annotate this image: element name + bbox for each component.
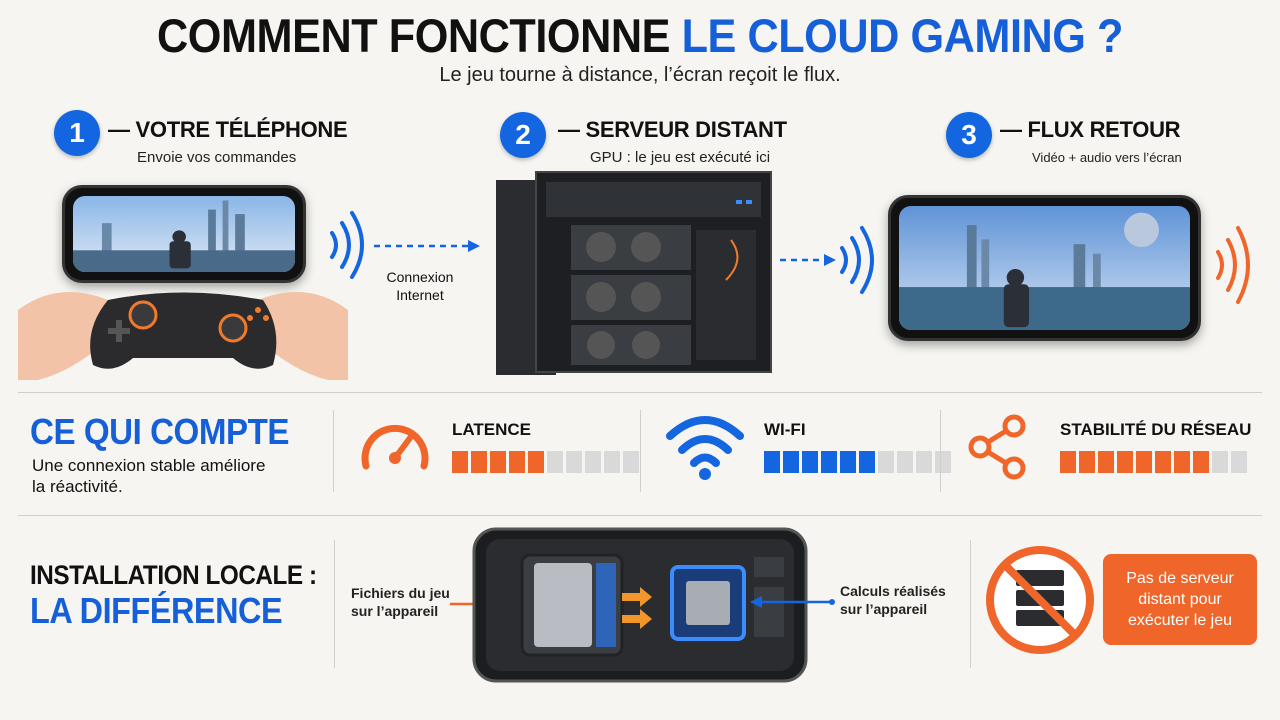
no-server-icon xyxy=(986,546,1094,654)
metric-latency-label: LATENCE xyxy=(452,420,532,439)
title-part-1: COMMENT FONCTIONNE xyxy=(157,9,671,62)
level-segment xyxy=(783,451,799,473)
level-segment xyxy=(1174,451,1190,473)
files-annotation-line-2: sur l’appareil xyxy=(351,603,439,619)
local-install-title-line-2: LA DIFFÉRENCE xyxy=(30,590,283,631)
level-segment xyxy=(1060,451,1076,473)
section-divider-1 xyxy=(18,392,1262,393)
output-waves-icon xyxy=(1216,226,1250,304)
level-segment xyxy=(916,451,932,473)
page-subtitle: Le jeu tourne à distance, l’écran reçoit… xyxy=(439,64,841,86)
phone-internals-illustration xyxy=(472,527,808,683)
receiving-phone xyxy=(888,195,1201,341)
step-3-desc: Vidéo + audio vers l’écran xyxy=(1032,150,1182,165)
level-segment xyxy=(1193,451,1209,473)
step-2-title: — SERVEUR DISTANT xyxy=(558,117,787,142)
metric-wifi-bar xyxy=(764,451,951,473)
files-annotation-line-1: Fichiers du jeu xyxy=(351,585,450,601)
level-segment xyxy=(623,451,639,473)
no-server-line-2: distant pour xyxy=(1138,591,1222,608)
vertical-divider-3 xyxy=(940,410,941,492)
step-2-desc: GPU : le jeu est exécuté ici xyxy=(590,149,771,166)
level-segment xyxy=(1155,451,1171,473)
level-segment xyxy=(604,451,620,473)
connection-label-line-1: Connexion xyxy=(386,269,454,285)
level-segment xyxy=(1231,451,1247,473)
level-segment xyxy=(1079,451,1095,473)
level-segment xyxy=(764,451,780,473)
step-1-number: 1 xyxy=(54,110,100,156)
files-annotation: Fichiers du jeu sur l’appareil xyxy=(351,584,450,620)
signal-waves-icon xyxy=(330,211,364,279)
vertical-divider-2 xyxy=(640,410,641,492)
game-screen-image xyxy=(73,196,295,272)
level-segment xyxy=(840,451,856,473)
player-phone xyxy=(62,185,306,283)
compute-annotation-line-2: sur l’appareil xyxy=(840,601,928,617)
wifi-icon xyxy=(666,416,744,480)
connection-label-line-2: Internet xyxy=(396,287,444,303)
metric-wifi-label: WI-FI xyxy=(764,420,806,439)
metric-stability-label: STABILITÉ DU RÉSEAU xyxy=(1060,420,1252,439)
level-segment xyxy=(1098,451,1114,473)
what-matters-desc-line-2: la réactivité. xyxy=(32,477,123,496)
connection-label: Connexion Internet xyxy=(380,268,460,304)
level-segment xyxy=(585,451,601,473)
level-segment xyxy=(471,451,487,473)
speedometer-icon xyxy=(361,424,429,470)
level-segment xyxy=(566,451,582,473)
title-part-2: LE CLOUD GAMING ? xyxy=(681,9,1124,62)
level-segment xyxy=(528,451,544,473)
share-network-icon xyxy=(968,414,1026,480)
vertical-divider-5 xyxy=(970,540,971,668)
step-1-desc: Envoie vos commandes xyxy=(137,149,297,166)
what-matters-desc-line-1: Une connexion stable améliore xyxy=(32,456,266,475)
step-1-title: — VOTRE TÉLÉPHONE xyxy=(108,117,348,142)
what-matters-desc: Une connexion stable améliore la réactiv… xyxy=(32,455,265,497)
metric-latency-bar xyxy=(452,451,639,473)
level-segment xyxy=(878,451,894,473)
level-segment xyxy=(547,451,563,473)
level-segment xyxy=(859,451,875,473)
level-segment xyxy=(1136,451,1152,473)
level-segment xyxy=(509,451,525,473)
no-server-line-3: exécuter le jeu xyxy=(1127,612,1233,629)
level-segment xyxy=(935,451,951,473)
what-matters-title: CE QUI COMPTE xyxy=(30,411,290,452)
level-segment xyxy=(897,451,913,473)
level-segment xyxy=(821,451,837,473)
compute-arrow-icon xyxy=(750,596,835,608)
compute-annotation-line-1: Calculs réalisés xyxy=(840,583,946,599)
vertical-divider-4 xyxy=(334,540,335,668)
server-rack-illustration xyxy=(496,171,772,375)
section-divider-2 xyxy=(18,515,1262,516)
no-server-callout: Pas de serveur distant pour exécuter le … xyxy=(1103,554,1257,645)
dashed-arrow-icon xyxy=(374,240,480,252)
compute-annotation: Calculs réalisés sur l’appareil xyxy=(840,582,946,618)
no-server-line-1: Pas de serveur xyxy=(1126,570,1234,587)
gamepad-hands-illustration xyxy=(18,292,348,380)
signal-waves-icon-2 xyxy=(840,226,874,294)
step-2-number: 2 xyxy=(500,112,546,158)
level-segment xyxy=(452,451,468,473)
step-3-title: — FLUX RETOUR xyxy=(1000,117,1181,142)
step-3-number: 3 xyxy=(946,112,992,158)
metric-stability-bar xyxy=(1060,451,1247,473)
level-segment xyxy=(490,451,506,473)
stream-screen-image xyxy=(899,206,1190,330)
page-title: COMMENT FONCTIONNE LE CLOUD GAMING ? xyxy=(51,8,1229,63)
local-install-title-line-1: INSTALLATION LOCALE : xyxy=(30,560,317,590)
dashed-arrow-icon-2 xyxy=(780,254,836,266)
vertical-divider xyxy=(333,410,334,492)
level-segment xyxy=(1212,451,1228,473)
level-segment xyxy=(802,451,818,473)
level-segment xyxy=(1117,451,1133,473)
